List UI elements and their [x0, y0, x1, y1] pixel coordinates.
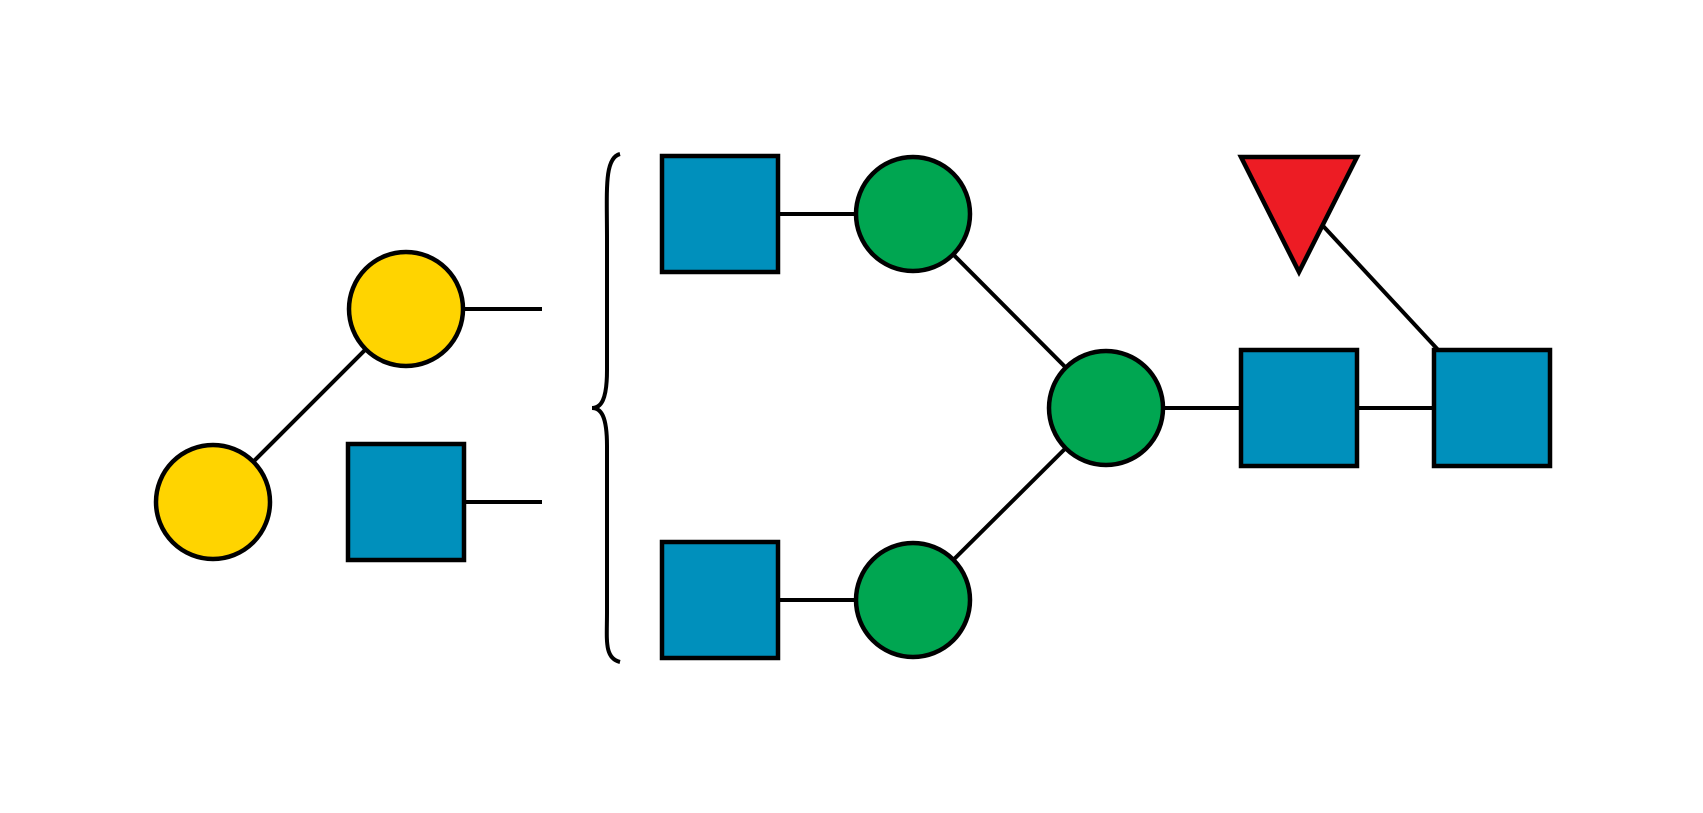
- man-bottom-circle-icon: [853, 540, 973, 660]
- gal-b-circle-icon: [153, 442, 273, 562]
- glcnac-arm-top-square-icon: [659, 153, 781, 275]
- glcnac-core-reducing-square-icon: [1431, 347, 1553, 469]
- glcnac-arm-bottom-square-icon: [659, 539, 781, 661]
- fuc-core-triangle-icon: [1237, 154, 1361, 277]
- residue-layer: [153, 153, 1553, 661]
- glcnac-antenna-free-square-icon: [345, 441, 467, 563]
- glcnac-core-1-square-icon: [1238, 347, 1360, 469]
- man-core-circle-icon: [1046, 348, 1166, 468]
- antenna-bracket: [591, 152, 621, 664]
- man-top-circle-icon: [853, 154, 973, 274]
- gal-a-circle-icon: [346, 249, 466, 369]
